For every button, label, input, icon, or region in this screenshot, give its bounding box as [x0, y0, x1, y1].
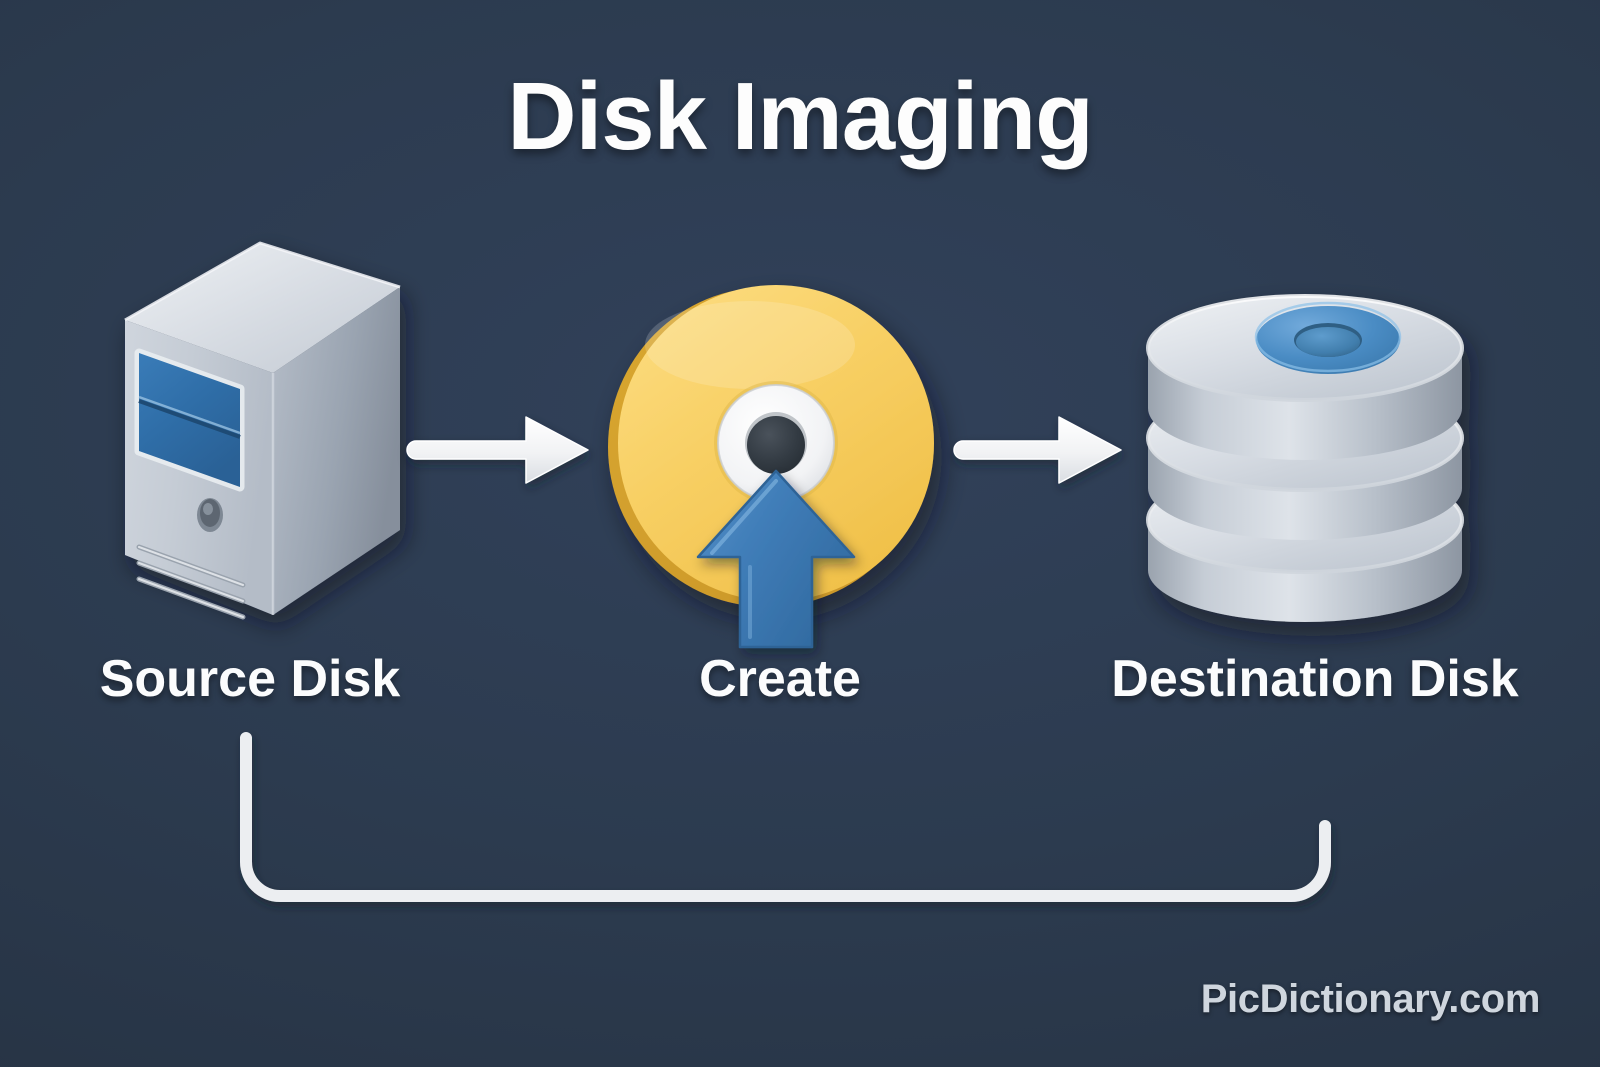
database-stack-icon [1130, 270, 1480, 640]
arrow-right-icon-1 [406, 405, 598, 495]
tower-power-button [197, 498, 223, 532]
computer-tower-icon [95, 225, 425, 635]
database-hub-ring [1254, 301, 1402, 374]
node-label-source: Source Disk [99, 650, 401, 708]
compact-disc-upload-icon [600, 275, 960, 650]
tower-vent-slits [136, 544, 246, 620]
arrow-up-icon [696, 469, 856, 649]
node-label-create: Create [699, 650, 861, 708]
node-label-destination: Destination Disk [1111, 650, 1519, 708]
arrow-right-icon-2 [953, 405, 1130, 495]
page-title: Disk Imaging [507, 63, 1093, 170]
feedback-connector-line [200, 720, 1400, 920]
tower-drive-bay-panel [134, 348, 245, 492]
watermark: PicDictionary.com [1200, 977, 1541, 1021]
